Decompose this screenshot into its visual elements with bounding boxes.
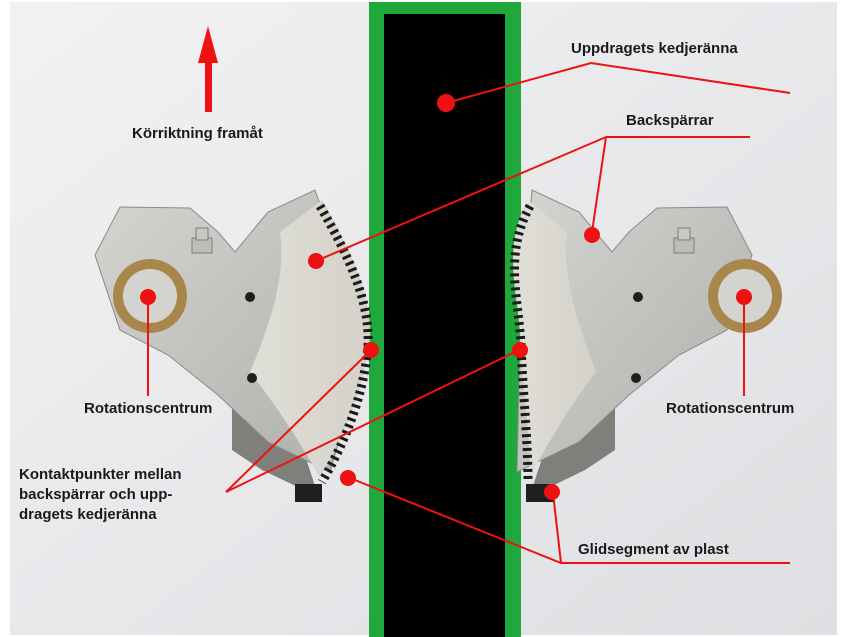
glide-segment-label: Glidsegment av plast bbox=[578, 540, 729, 559]
dot-chain-channel bbox=[437, 94, 455, 112]
dot-ratchet-right bbox=[584, 227, 600, 243]
dot-glide-left bbox=[340, 470, 356, 486]
dot-rotation-left bbox=[140, 289, 156, 305]
contact-points-label-line2: backspärrar och upp- bbox=[19, 485, 172, 504]
dot-contact-left bbox=[363, 342, 379, 358]
dot-ratchet-left bbox=[308, 253, 324, 269]
dot-glide-right bbox=[544, 484, 560, 500]
direction-label: Körriktning framåt bbox=[132, 124, 263, 143]
rotation-center-right-label: Rotationscentrum bbox=[666, 399, 794, 418]
contact-points-label-line1: Kontaktpunkter mellan bbox=[19, 465, 182, 484]
dot-rotation-right bbox=[736, 289, 752, 305]
ratchets-label: Backspärrar bbox=[626, 111, 714, 130]
contact-points-label-line3: dragets kedjeränna bbox=[19, 505, 157, 524]
rotation-center-left-label: Rotationscentrum bbox=[84, 399, 212, 418]
chain-channel-label: Uppdragets kedjeränna bbox=[571, 39, 738, 58]
dot-contact-right bbox=[512, 342, 528, 358]
